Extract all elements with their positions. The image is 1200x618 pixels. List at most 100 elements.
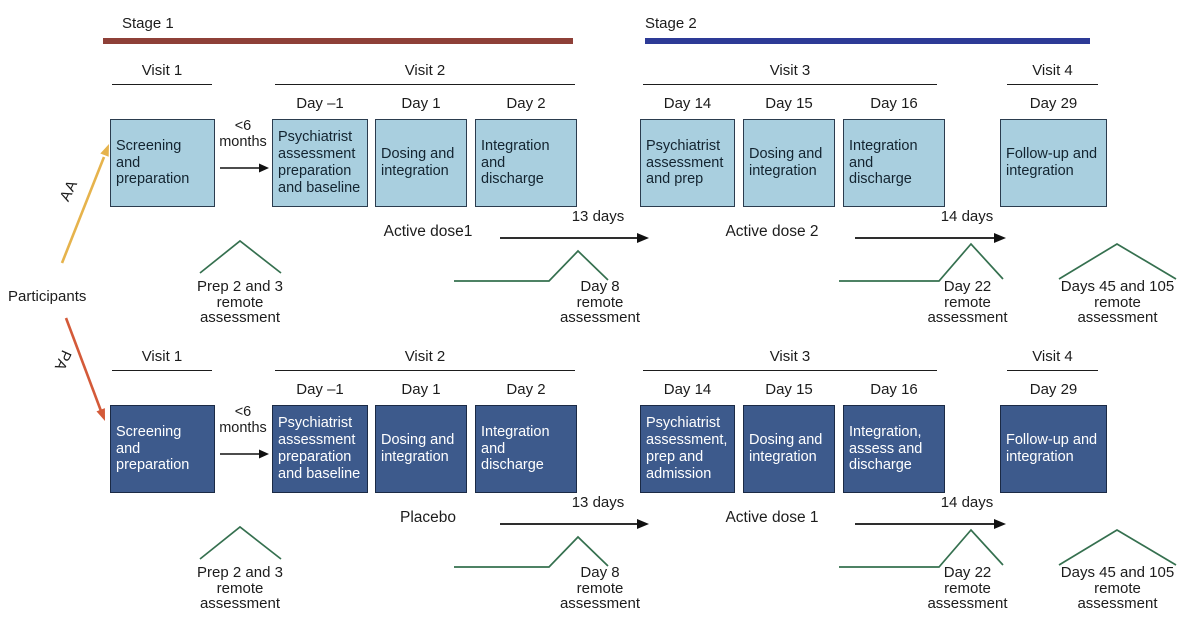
remote-line: remote (1094, 579, 1141, 597)
interval-line1: <6 (234, 404, 252, 420)
visit-1-header: Visit 1 (112, 348, 212, 371)
aa-arrow (60, 156, 106, 264)
box-label: Follow-up and integration (1006, 432, 1098, 465)
process-box-psych-baseline: Psychiatrist assessment preparation and … (272, 119, 368, 207)
remote-peak-day8 (454, 535, 609, 568)
remote-line: remote (944, 293, 991, 311)
interval-line2: months (219, 134, 267, 151)
remote-peak-day45-105 (1058, 243, 1177, 280)
remote-peak-prep (199, 239, 282, 274)
remote-line: Days 45 and 105 (1060, 278, 1175, 295)
visit-2-header: Visit 2 (275, 62, 575, 85)
visit-3-header: Visit 3 (643, 348, 937, 371)
visit-4-header: Visit 4 (1007, 62, 1098, 85)
interval-arrowhead-icon (259, 449, 269, 459)
process-box-psych-prep-2: Psychiatrist assessment and prep (640, 119, 735, 207)
day-label: Day 2 (506, 381, 546, 398)
remote-line: remote (216, 293, 264, 311)
dose1-duration-label: 13 days (571, 208, 625, 225)
day-label: Day 29 (1029, 381, 1078, 398)
remote-line: remote (576, 293, 624, 311)
visit-3-header: Visit 3 (643, 62, 937, 85)
arm-pa-lines (199, 449, 1177, 568)
remote-line: assessment (1077, 595, 1158, 612)
stage-2-label: Stage 2 (645, 15, 697, 32)
remote-assessment-label-prep: Prep 2 and 3 remote assessment (165, 279, 315, 326)
box-label: Integration and discharge (481, 423, 550, 474)
process-box-dosing-2: Dosing and integration (743, 119, 835, 207)
remote-assessment-label-day8: Day 8 remote assessment (525, 279, 675, 326)
remote-peak-prep (199, 525, 282, 560)
box-label: Screening and preparation (116, 137, 190, 188)
box-label: Follow-up and integration (1006, 146, 1098, 179)
box-label: Dosing and integration (749, 146, 823, 179)
remote-line: Prep 2 and 3 (197, 564, 283, 581)
day-label: Day 1 (401, 95, 441, 112)
box-label: Psychiatrist assessment, prep and admiss… (646, 415, 728, 482)
day-label: Day –1 (296, 381, 344, 398)
remote-line: assessment (1077, 309, 1158, 326)
dose2-duration-label: 14 days (940, 208, 994, 225)
remote-line: assessment (927, 309, 1008, 326)
day-label: Day 2 (506, 95, 546, 112)
day-label: Day –1 (296, 95, 344, 112)
process-box-screening: Screening and preparation (110, 405, 215, 493)
day-label: Day 15 (765, 381, 813, 398)
dose2-arrowhead-icon (994, 233, 1006, 243)
process-box-dosing-1: Dosing and integration (375, 405, 467, 493)
remote-peak-day45-105 (1058, 529, 1177, 566)
remote-line: remote (576, 579, 624, 597)
remote-assessment-label-day45-105: Days 45 and 105 remote assessment (1035, 565, 1200, 612)
remote-line: assessment (559, 595, 641, 612)
process-box-integration-2: Integration and discharge (843, 119, 945, 207)
visit-1-header: Visit 1 (112, 62, 212, 85)
dose2-label: Active dose 1 (725, 509, 819, 526)
day-label: Day 29 (1029, 95, 1078, 112)
remote-assessment-label-prep: Prep 2 and 3 remote assessment (165, 565, 315, 612)
box-label: Dosing and integration (749, 432, 823, 465)
dose1-arrowhead-icon (637, 233, 649, 243)
remote-assessment-label-day22: Day 22 remote assessment (890, 565, 1045, 612)
participants-label: Participants (8, 288, 87, 305)
participant-branch-arrows (60, 144, 109, 421)
day-label: Day 15 (765, 95, 813, 112)
box-label: Psychiatrist assessment preparation and … (278, 415, 361, 482)
aa-arrowhead-icon (100, 144, 109, 157)
pa-arrowhead-icon (96, 408, 105, 421)
process-box-integration-1: Integration and discharge (475, 405, 577, 493)
remote-line: Day 22 (943, 278, 992, 295)
process-box-psych-admission: Psychiatrist assessment, prep and admiss… (640, 405, 735, 493)
dose2-duration-label: 14 days (940, 494, 994, 511)
box-label: Integration, assess and discharge (849, 423, 923, 474)
day-label: Day 14 (663, 381, 712, 398)
interval-label: <6 months (214, 118, 272, 150)
visit-4-header: Visit 4 (1007, 348, 1098, 371)
dose1-label: Placebo (399, 509, 456, 526)
remote-line: Days 45 and 105 (1060, 564, 1175, 581)
interval-line1: <6 (234, 118, 252, 134)
stage-2-bar (645, 38, 1090, 44)
day-label: Day 16 (870, 381, 918, 398)
dose1-duration-label: 13 days (571, 494, 625, 511)
remote-line: remote (944, 579, 991, 597)
remote-assessment-label-day22: Day 22 remote assessment (890, 279, 1045, 326)
remote-assessment-label-day45-105: Days 45 and 105 remote assessment (1035, 279, 1200, 326)
remote-line: remote (1094, 293, 1141, 311)
remote-line: assessment (199, 595, 281, 612)
box-label: Psychiatrist assessment and prep (646, 137, 724, 188)
box-label: Dosing and integration (381, 146, 455, 179)
arm-pa-row: Visit 1 Visit 2 Visit 3 Visit 4 Day –1 D… (0, 348, 1200, 618)
process-box-dosing-1: Dosing and integration (375, 119, 467, 207)
stage-1-bar (103, 38, 573, 44)
interval-arrowhead-icon (259, 163, 269, 173)
arm-aa-lines (199, 163, 1177, 282)
day-label: Day 16 (870, 95, 918, 112)
dose2-label: Active dose 2 (725, 223, 819, 240)
arm-aa-row: Visit 1 Visit 2 Visit 3 Visit 4 Day –1 D… (0, 62, 1200, 338)
day-label: Day 1 (401, 381, 441, 398)
box-label: Integration and discharge (481, 137, 550, 188)
interval-label: <6 months (214, 404, 272, 436)
stage-1-label: Stage 1 (122, 15, 174, 32)
remote-line: Day 8 (580, 564, 620, 581)
